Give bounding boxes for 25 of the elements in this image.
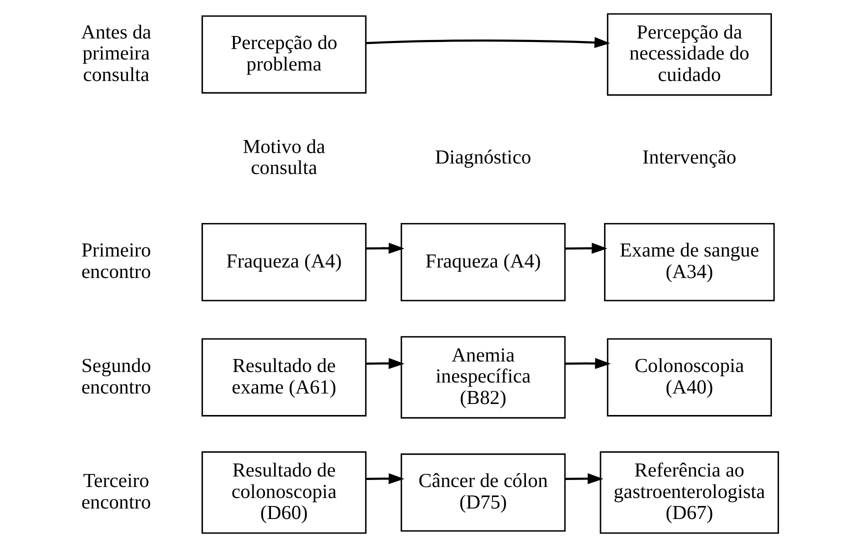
arrow [564,242,607,254]
node-box: Percepção do problema [201,15,366,94]
node-box: Fraqueza (A4) [400,223,566,302]
arrow [365,358,404,369]
node-box: Colonoscopia (A40) [606,338,772,416]
label: Segundo encontro [80,354,151,398]
label: Diagnóstico [434,146,531,169]
node-box: Resultado de exame (A61) [201,338,366,416]
arrow [365,37,610,48]
arrow [564,473,603,484]
node-box: Percepção da necessidade do cuidado [606,13,772,96]
node-box: Câncer de cólon (D75) [400,453,566,532]
arrow [365,473,404,484]
node-box: Anemia inespecífica (B82) [400,336,566,419]
node-box: Exame de sangue (A34) [604,223,774,302]
arrow [365,242,404,254]
node-box: Referência ao gastroenterologista (D67) [599,451,779,534]
label: Terceiro encontro [80,470,151,514]
node-box: Resultado de colonoscopia (D60) [201,451,366,534]
node-box: Fraqueza (A4) [201,223,366,302]
label: Primeiro encontro [80,240,151,284]
label: Intervenção [642,146,736,169]
arrow [564,358,610,369]
label: Antes da primeira consulta [80,21,151,86]
label: Motivo da consulta [242,136,325,180]
